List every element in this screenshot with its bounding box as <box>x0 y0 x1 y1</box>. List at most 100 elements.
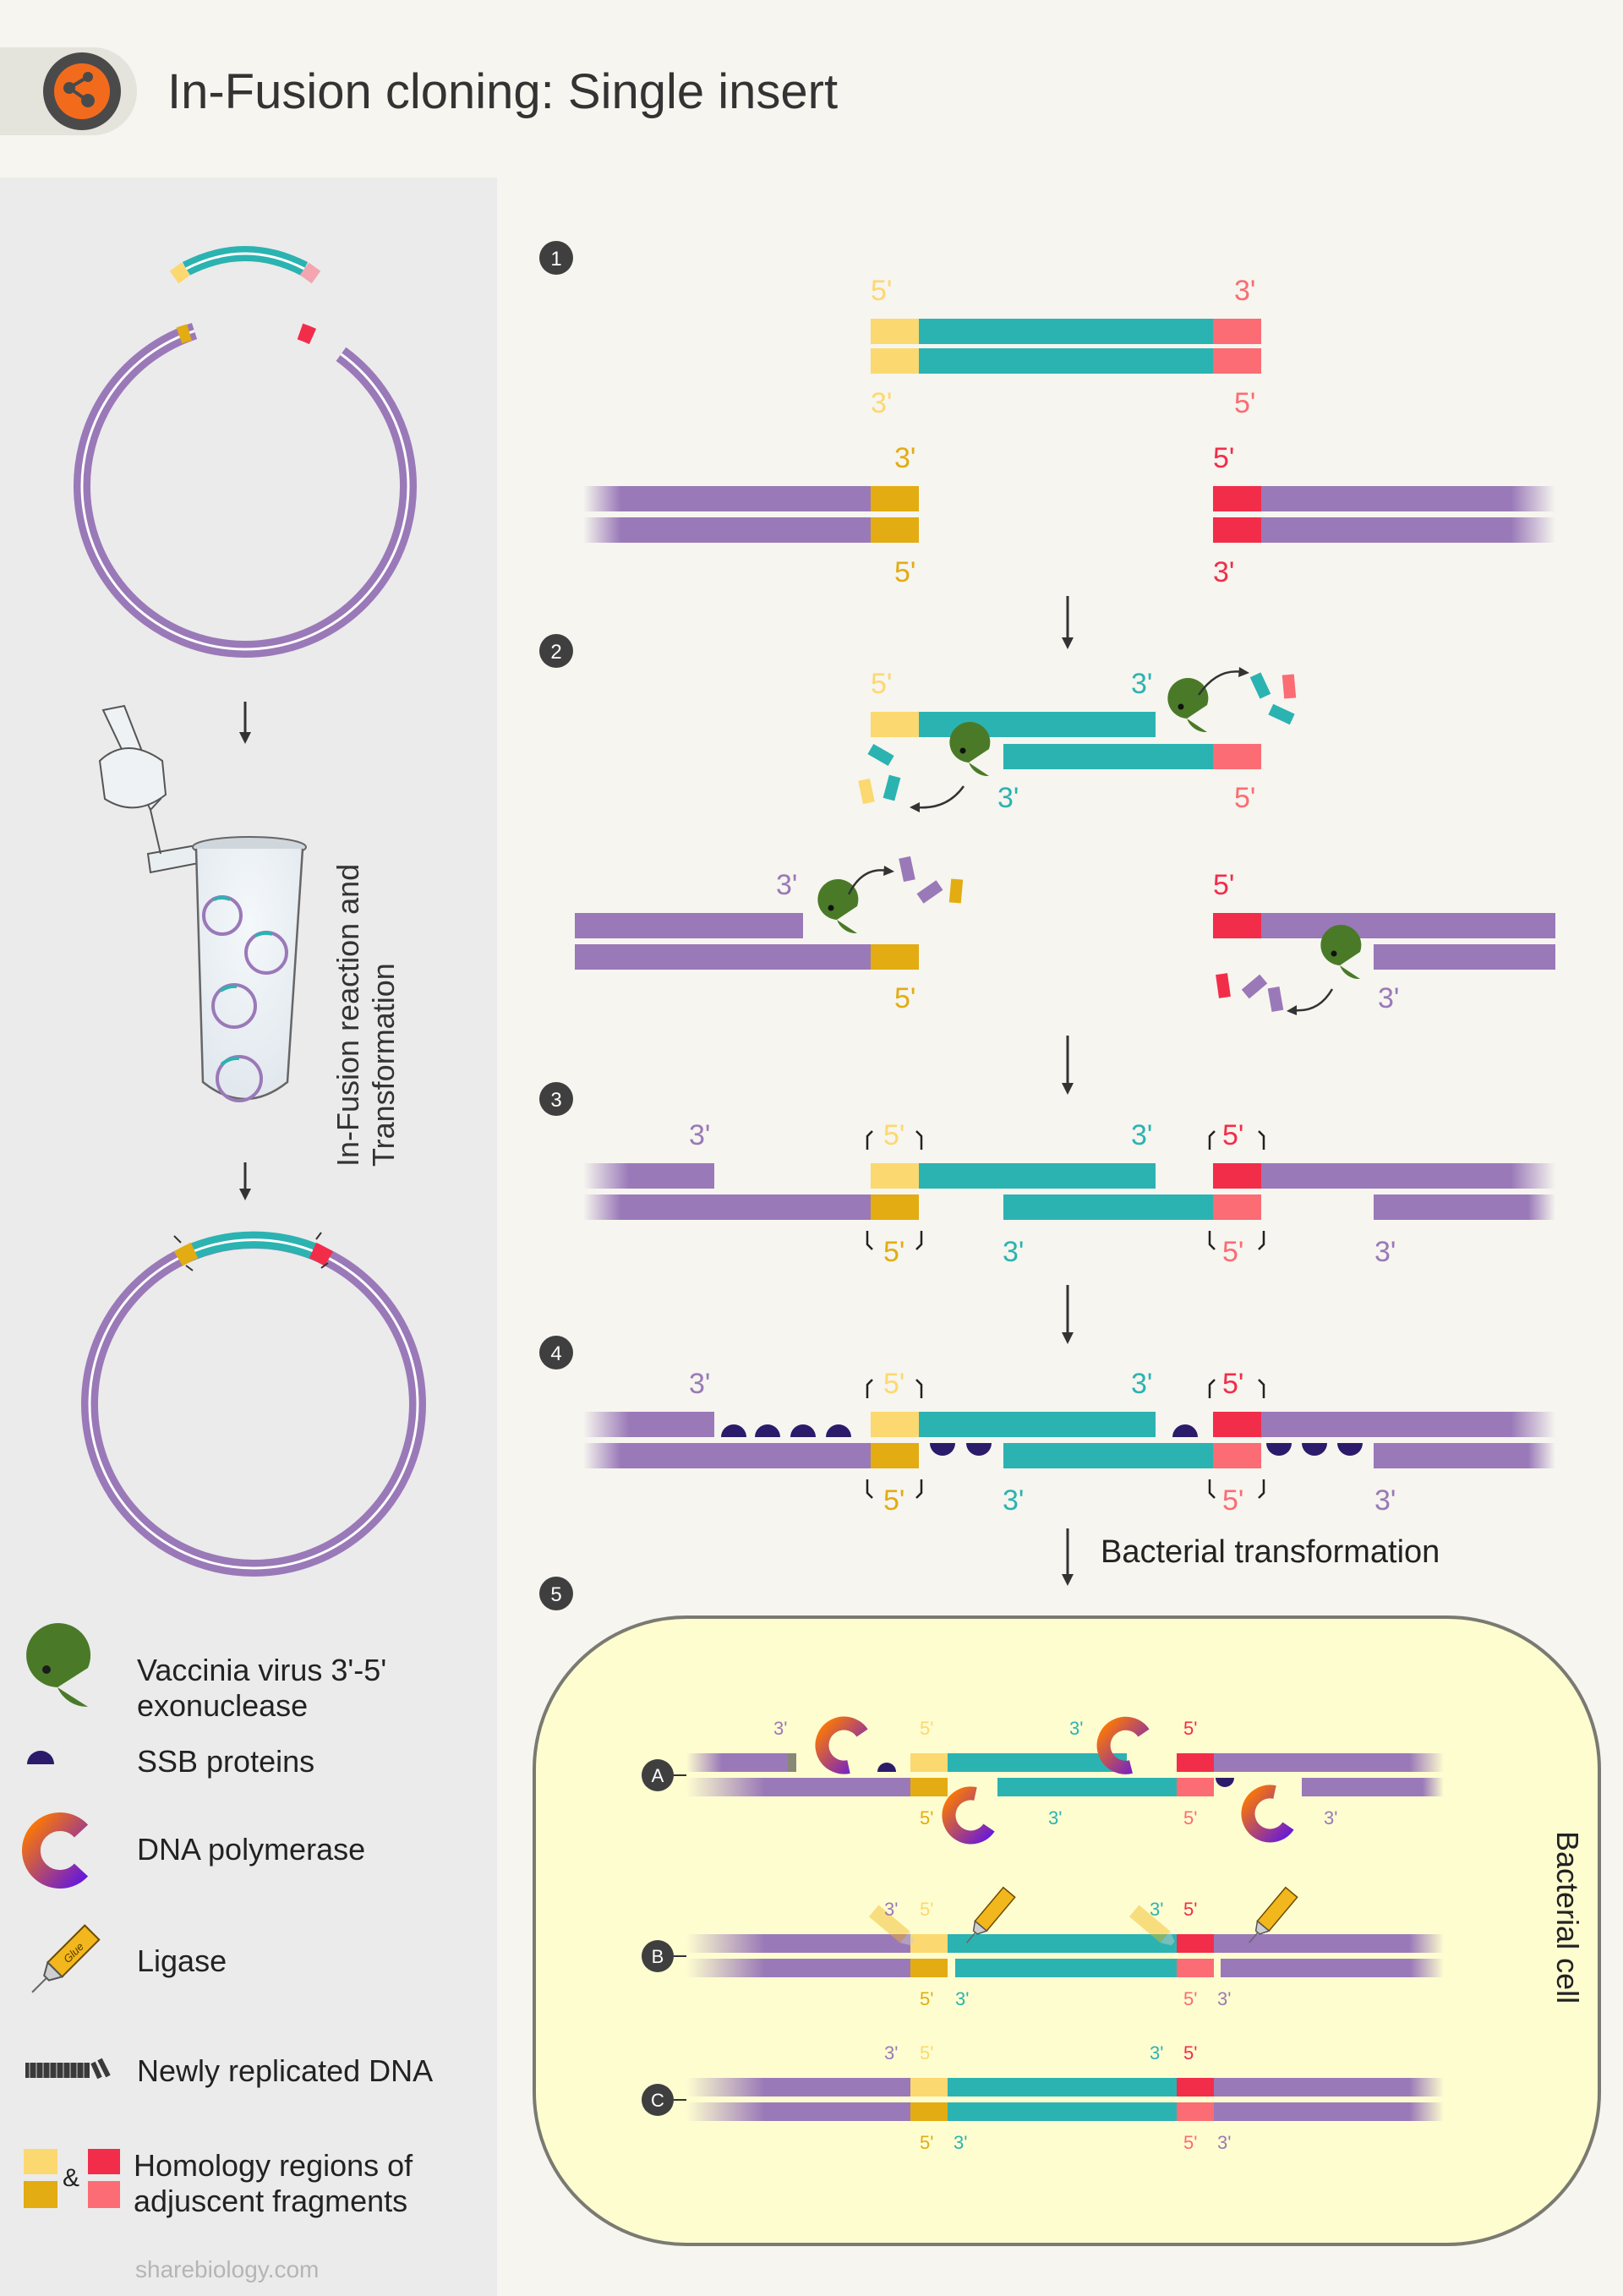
substep-c-dna <box>686 2078 1444 2121</box>
newly-replicated-dna-icon <box>25 2058 111 2080</box>
step-badge-4: 4 <box>539 1336 573 1369</box>
exonuclease-icon <box>26 1623 91 1708</box>
svg-text:3': 3' <box>954 2132 967 2153</box>
legend-homology-2: adjuscent fragments <box>134 2184 407 2218</box>
ssb-proteins-a <box>877 1763 1234 1787</box>
svg-text:5': 5' <box>1222 1119 1243 1151</box>
svg-text:3': 3' <box>689 1368 710 1400</box>
svg-text:In-Fusion reaction and: In-Fusion reaction and <box>331 864 365 1167</box>
svg-text:3': 3' <box>1374 1236 1396 1268</box>
substep-b-dna <box>686 1934 1444 1977</box>
svg-text:3': 3' <box>955 1988 969 2009</box>
svg-text:3': 3' <box>997 782 1019 814</box>
svg-text:&: & <box>63 2164 79 2192</box>
svg-text:3': 3' <box>1150 2042 1163 2064</box>
step-arrow-4 <box>1062 1528 1074 1586</box>
svg-text:5': 5' <box>920 1807 933 1829</box>
ligase-b2 <box>966 1886 1016 1943</box>
step3-annealed <box>583 1130 1555 1250</box>
bacterial-cell-label: Bacterial cell <box>1550 1831 1585 2004</box>
svg-text:3': 3' <box>1131 1119 1152 1151</box>
svg-text:A: A <box>652 1765 664 1786</box>
svg-text:3': 3' <box>1234 275 1255 307</box>
sidebar-arrow-2 <box>239 1162 251 1200</box>
ssb-icon <box>27 1751 54 1764</box>
legend-ligase: Ligase <box>137 1943 227 1978</box>
substep-a-labels: 3' 5' 3' 5' 5' 3' 5' 3' <box>773 1718 1337 1829</box>
svg-text:3': 3' <box>894 442 915 474</box>
polymerase-a2 <box>1096 1716 1150 1774</box>
step-badge-2: 2 <box>539 634 573 668</box>
svg-text:C: C <box>651 2090 664 2111</box>
step2-fragments-1 <box>1249 672 1297 725</box>
svg-text:5': 5' <box>883 1119 904 1151</box>
substep-a-dna <box>686 1753 1444 1796</box>
step2-vector-left <box>575 913 919 970</box>
svg-text:4: 4 <box>550 1342 561 1365</box>
svg-text:5': 5' <box>1234 387 1255 419</box>
step1-end-labels: 5' 3' 3' 5' 3' 5' 5' 3' <box>871 275 1255 588</box>
step1-insert <box>871 319 1261 374</box>
recombinant-plasmid <box>81 1231 426 1577</box>
legend-polymerase: DNA polymerase <box>137 1832 365 1867</box>
svg-text:5': 5' <box>883 1236 904 1268</box>
bacterial-cell <box>533 1615 1601 2246</box>
svg-text:5': 5' <box>1213 869 1234 901</box>
svg-text:5': 5' <box>894 556 915 588</box>
ligase-b3 <box>1128 1905 1175 1946</box>
step-badge-1: 1 <box>539 241 573 275</box>
svg-text:5': 5' <box>883 1484 904 1517</box>
svg-text:3': 3' <box>1374 1484 1396 1517</box>
step2-exonuclease-1 <box>1167 667 1249 733</box>
svg-text:5': 5' <box>1183 1718 1197 1739</box>
step-badge-3: 3 <box>539 1082 573 1116</box>
svg-text:3': 3' <box>1048 1807 1062 1829</box>
step4-end-labels: 3' 5' 3' 5' 5' 3' 5' 3' <box>689 1368 1396 1517</box>
step2-fragments-2 <box>858 743 901 805</box>
transformation-label: Bacterial transformation <box>1101 1534 1440 1570</box>
legend-homology: Homology regions of <box>134 2148 413 2183</box>
svg-text:3': 3' <box>773 1718 787 1739</box>
substep-c-badge: C <box>642 2084 674 2116</box>
svg-text:3': 3' <box>1324 1807 1337 1829</box>
step2-insert <box>871 712 1261 769</box>
step2-fragments-3 <box>899 856 964 904</box>
svg-text:3': 3' <box>1069 1718 1083 1739</box>
svg-text:3': 3' <box>1003 1236 1024 1268</box>
step-arrow-1 <box>1062 596 1074 649</box>
step-arrow-2 <box>1062 1036 1074 1095</box>
header: In-Fusion cloning: Single insert <box>0 47 838 135</box>
svg-text:5': 5' <box>894 982 915 1014</box>
step1-vector-right <box>1213 486 1555 543</box>
svg-text:5': 5' <box>920 1718 933 1739</box>
share-biology-logo-icon <box>43 52 121 130</box>
polymerase-a3 <box>942 1786 995 1845</box>
legend-exonuclease-2: exonuclease <box>137 1688 308 1723</box>
polymerase-icon <box>21 1812 89 1889</box>
step4-ssb-bound <box>583 1379 1555 1499</box>
svg-text:3': 3' <box>1131 1368 1152 1400</box>
svg-text:5': 5' <box>1183 1807 1197 1829</box>
legend: Vaccinia virus 3'-5' exonuclease SSB pro… <box>21 1623 433 2218</box>
svg-text:3': 3' <box>1217 1988 1231 2009</box>
svg-text:5': 5' <box>1183 2132 1197 2153</box>
reaction-tube-icon <box>98 704 307 1102</box>
step2-fragments-4 <box>1216 973 1284 1013</box>
svg-text:3': 3' <box>1217 2132 1231 2153</box>
page-title: In-Fusion cloning: Single insert <box>167 64 838 119</box>
sidebar-arrow-1 <box>239 702 251 744</box>
svg-text:5': 5' <box>1222 1368 1243 1400</box>
step1-vector-left <box>583 486 919 543</box>
svg-text:B: B <box>652 1946 664 1967</box>
svg-text:5': 5' <box>871 275 892 307</box>
step2-exonuclease-4 <box>1287 925 1362 1015</box>
substep-b-labels: 3' 5' 3' 5' 5' 3' 5' 3' <box>884 1899 1231 2009</box>
open-plasmid <box>73 314 417 658</box>
step-arrow-3 <box>1062 1285 1074 1344</box>
svg-text:5': 5' <box>920 2042 933 2064</box>
svg-text:2: 2 <box>550 641 561 664</box>
svg-text:5: 5 <box>550 1583 561 1606</box>
ssb-proteins <box>721 1424 1363 1456</box>
step2-vector-right <box>1213 913 1555 970</box>
